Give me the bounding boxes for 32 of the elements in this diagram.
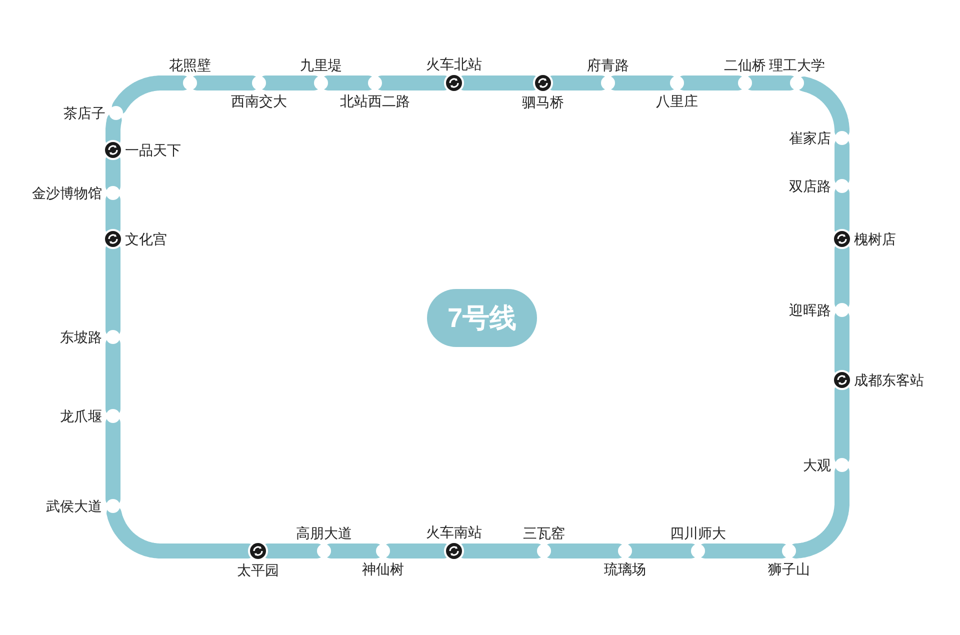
station-name: 花照壁 <box>169 58 211 72</box>
station-name: 龙爪堰 <box>60 409 102 423</box>
station-name: 府青路 <box>587 58 629 72</box>
station-name: 大观 <box>803 458 831 472</box>
station-name: 三瓦窑 <box>523 526 565 540</box>
line-badge: 7号线 <box>427 289 537 347</box>
station-name: 琉璃场 <box>604 562 646 576</box>
station-name: 火车南站 <box>426 525 482 539</box>
station-name: 二仙桥 <box>724 58 766 72</box>
station-name: 崔家店 <box>789 131 831 145</box>
station-name: 九里堤 <box>300 58 342 72</box>
station-name: 文化宫 <box>125 232 167 246</box>
station-name: 八里庄 <box>656 94 698 108</box>
station-name: 北站西二路 <box>340 94 410 108</box>
station-name: 成都东客站 <box>854 373 924 387</box>
station-name: 茶店子 <box>63 106 106 120</box>
station-name: 理工大学 <box>769 58 825 72</box>
station-name: 东坡路 <box>60 330 102 344</box>
station-name: 太平园 <box>237 563 279 577</box>
station-name: 武侯大道 <box>46 499 102 513</box>
station-name: 金沙博物馆 <box>32 186 102 200</box>
station-name: 双店路 <box>789 179 831 193</box>
station-name: 西南交大 <box>231 94 287 108</box>
station-name: 四川师大 <box>670 526 726 540</box>
station-name: 槐树店 <box>854 232 896 246</box>
station-name: 一品天下 <box>125 143 181 157</box>
station-name: 狮子山 <box>768 562 810 576</box>
station-name: 神仙树 <box>362 562 404 576</box>
station-name: 迎晖路 <box>789 303 831 317</box>
station-name: 火车北站 <box>426 57 482 71</box>
station-name: 驷马桥 <box>522 95 564 109</box>
station-name: 高朋大道 <box>296 526 352 540</box>
